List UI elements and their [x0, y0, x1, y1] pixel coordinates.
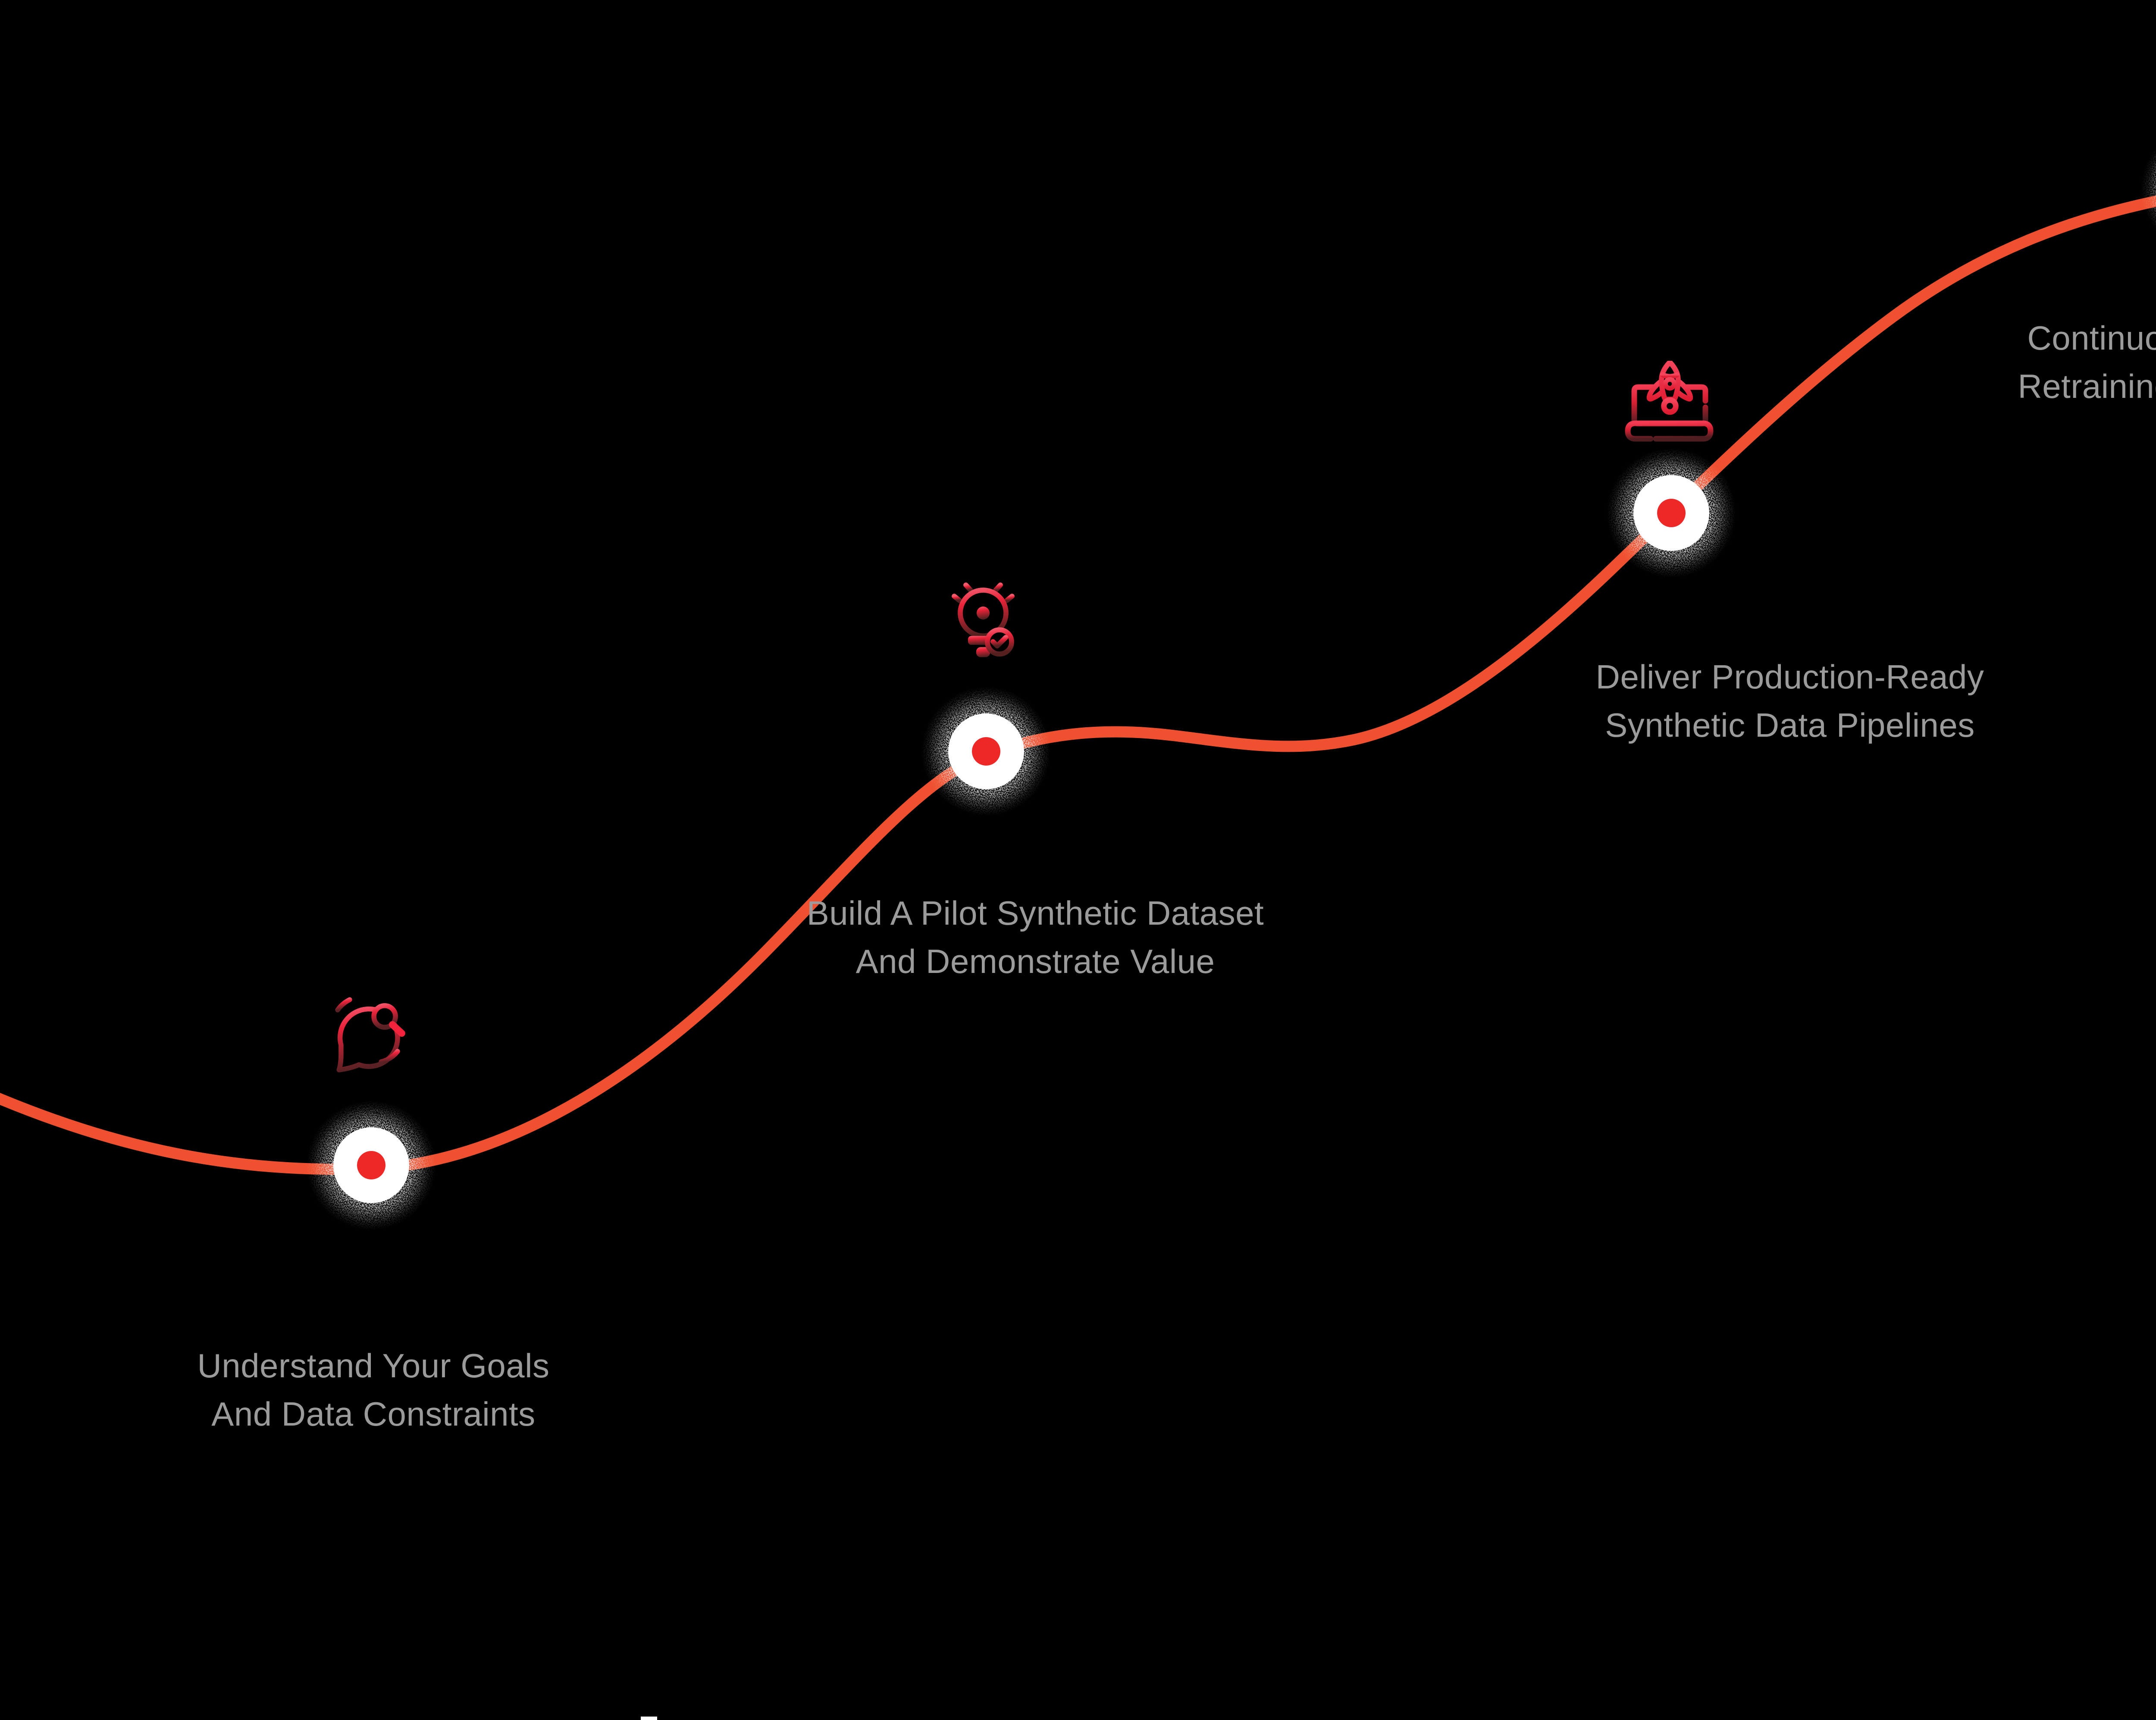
milestone-label-2: Build A Pilot Synthetic Dataset And Demo… [733, 889, 1337, 985]
lightbulb-check-icon [947, 579, 1019, 657]
hand-wrench-support-icon [2145, 0, 2156, 113]
label-line: And Data Constraints [211, 1395, 536, 1433]
label-line: And Demonstrate Value [856, 942, 1215, 980]
node-dot [972, 737, 1000, 766]
node-dot [1657, 499, 1686, 527]
partial-bottom-element [641, 1717, 657, 1720]
node-halo [2141, 147, 2156, 231]
chat-search-icon [335, 997, 405, 1073]
timeline-node-2 [948, 713, 1024, 789]
label-line: Retraining, And Updates [2018, 367, 2156, 405]
label-line: Build A Pilot Synthetic Dataset [806, 894, 1264, 932]
node-dot [357, 1151, 385, 1179]
milestone-label-1: Understand Your Goals And Data Constrain… [72, 1342, 675, 1438]
milestone-label-4: Continuous Monitoring, Retraining, And U… [1901, 314, 2156, 410]
milestone-label-3: Deliver Production-Ready Synthetic Data … [1488, 653, 2092, 749]
journey-curve-path [0, 195, 2156, 1175]
timeline-node-3 [1633, 475, 1709, 551]
label-line: Synthetic Data Pipelines [1605, 706, 1975, 744]
label-line: Deliver Production-Ready [1595, 658, 1984, 696]
rocket-launch-laptop-icon [1625, 361, 1714, 442]
timeline-node-1 [333, 1127, 409, 1203]
label-line: Understand Your Goals [197, 1347, 550, 1385]
label-line: Continuous Monitoring, [2027, 319, 2156, 357]
